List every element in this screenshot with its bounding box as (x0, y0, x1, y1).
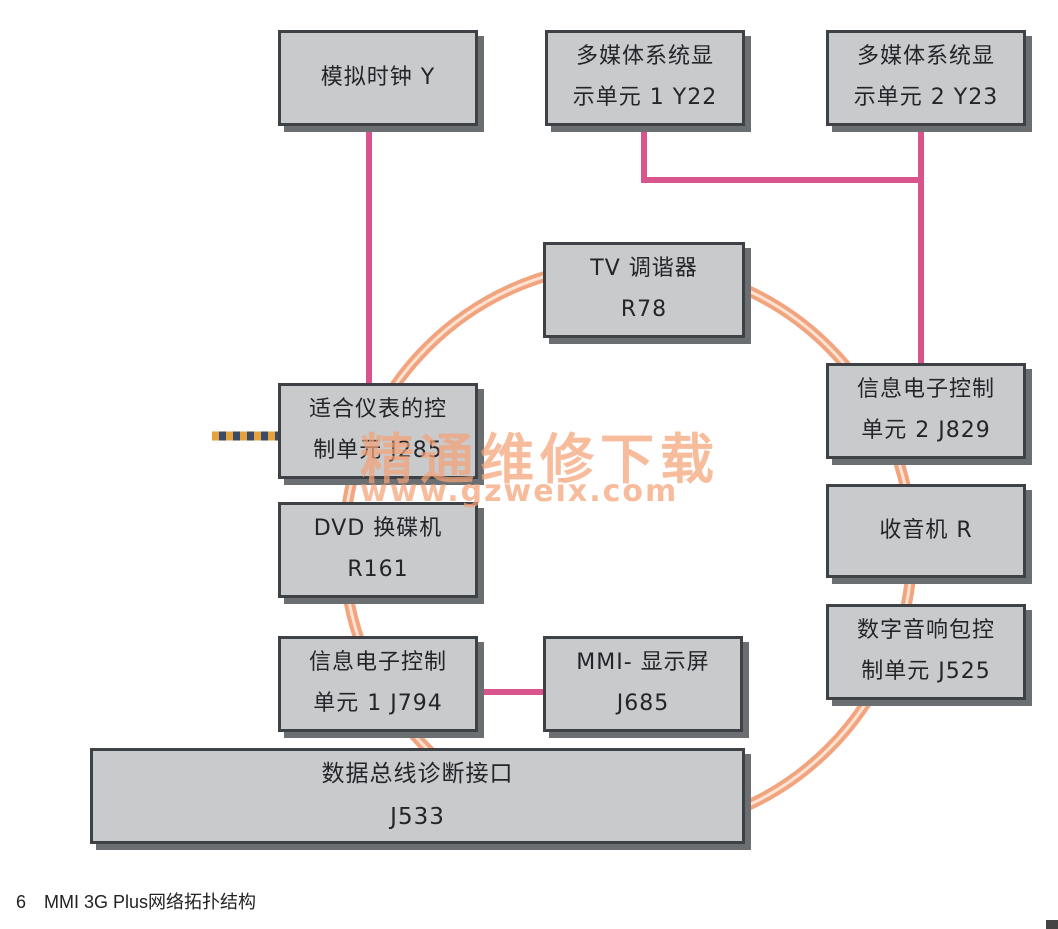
info-ecu-2-line2: 单元 2 J829 (861, 418, 991, 443)
mmi-display-box: MMI- 显示屏 J685 (543, 636, 743, 732)
info-ecu-1-box: 信息电子控制 单元 1 J794 (278, 636, 478, 732)
mm-display-1-line1: 多媒体系统显 (575, 44, 714, 70)
instrument-ecu-line1: 适合仪表的控 (308, 397, 447, 423)
mm-display-1-box: 多媒体系统显 示单元 1 Y22 (545, 30, 745, 126)
analog-clock-box: 模拟时钟 Y (278, 30, 478, 126)
info-ecu-1-line2: 单元 1 J794 (313, 691, 443, 716)
diag-interface-line2: J533 (390, 804, 445, 830)
mm-display-2-box: 多媒体系统显 示单元 2 Y23 (826, 30, 1026, 126)
instrument-ecu-line2: 制单元 J285 (313, 438, 443, 463)
watermark-url: www.gzweix.com (360, 474, 679, 509)
info-ecu-1-line1: 信息电子控制 (308, 650, 447, 676)
tv-tuner-line1: TV 调谐器 (590, 256, 698, 282)
info-ecu-2-line1: 信息电子控制 (856, 377, 995, 403)
instrument-ecu-box: 适合仪表的控 制单元 J285 (278, 383, 478, 479)
info-ecu-2-box: 信息电子控制 单元 2 J829 (826, 363, 1026, 459)
radio-box: 收音机 R (826, 484, 1026, 578)
display1-to-bus-link (641, 126, 921, 183)
diag-interface-box: 数据总线诊断接口 J533 (90, 748, 745, 844)
dvd-changer-line1: DVD 换碟机 (313, 516, 443, 542)
mm-display-2-line1: 多媒体系统显 (856, 44, 995, 70)
radio-label: 收音机 R (879, 517, 973, 543)
tv-tuner-line2: R78 (620, 297, 668, 322)
mm-display-1-line2: 示单元 1 Y22 (572, 85, 718, 110)
dvd-changer-line2: R161 (347, 557, 409, 582)
page-corner-mark (1046, 920, 1058, 929)
tv-tuner-box: TV 调谐器 R78 (543, 242, 745, 338)
diag-interface-line1: 数据总线诊断接口 (321, 761, 514, 788)
direct-links (366, 126, 924, 695)
analog-clock-label: 模拟时钟 Y (320, 64, 436, 90)
mmi-display-line1: MMI- 显示屏 (576, 650, 710, 676)
watermark-title: 精通维修下载 (360, 428, 720, 491)
figure-caption: 6 MMI 3G Plus网络拓扑结构 (16, 888, 256, 914)
caption-text: MMI 3G Plus网络拓扑结构 (44, 892, 257, 912)
sound-ecu-line1: 数字音响包控 (856, 618, 995, 644)
sound-ecu-box: 数字音响包控 制单元 J525 (826, 604, 1026, 700)
dvd-changer-box: DVD 换碟机 R161 (278, 502, 478, 598)
mmi-display-line2: J685 (616, 691, 670, 716)
caption-number: 6 (16, 892, 27, 912)
mm-display-2-line2: 示单元 2 Y23 (853, 85, 999, 110)
sound-ecu-line2: 制单元 J525 (861, 659, 991, 684)
